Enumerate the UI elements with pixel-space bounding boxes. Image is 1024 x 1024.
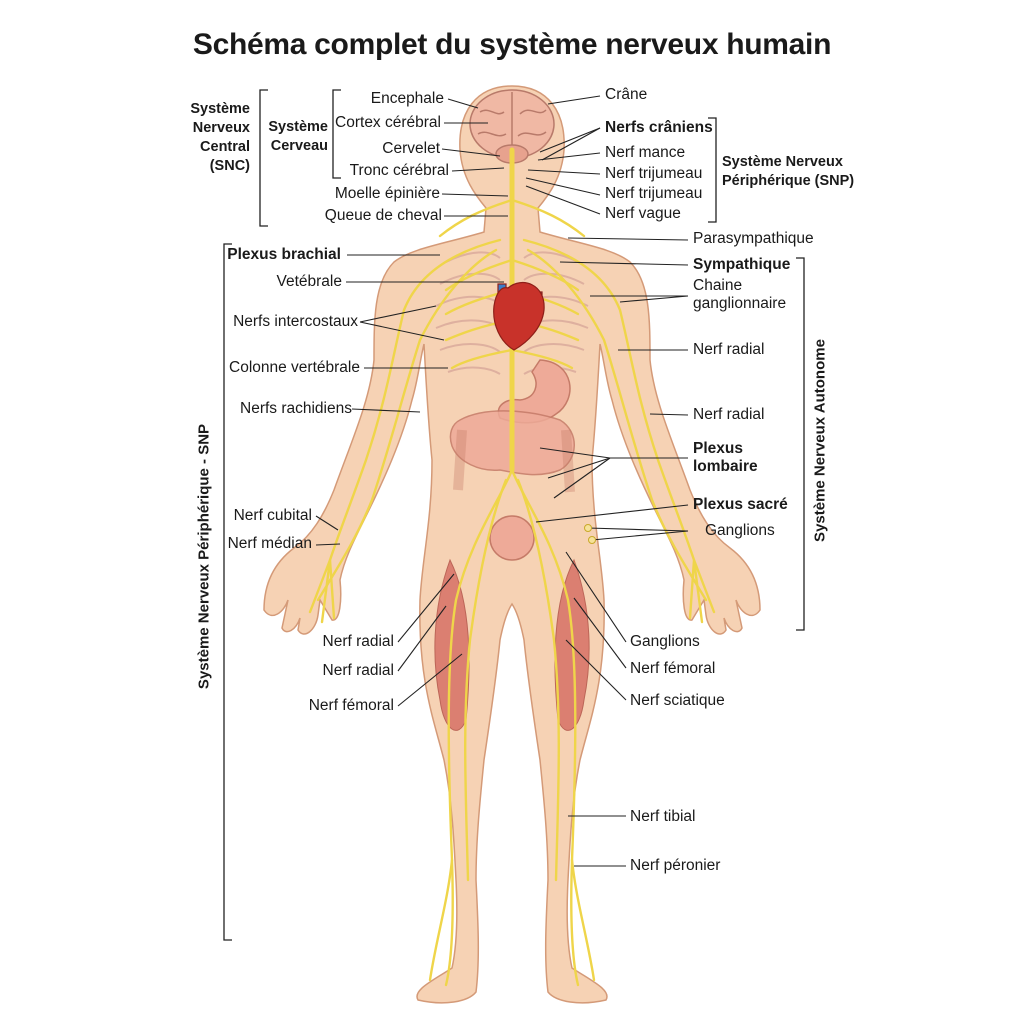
group-snp-left: Système Nerveux Périphérique - SNP: [195, 423, 213, 690]
label-radial-left-2: Nerf radial: [322, 662, 395, 679]
label-cortex: Cortex cérébral: [335, 114, 441, 131]
group-snp-top: Système Nerveux Périphérique (SNP): [722, 153, 854, 191]
group-snp-top-line: Système Nerveux: [722, 154, 843, 170]
label-chaine-line: Chaine: [693, 277, 743, 294]
label-radial-right-1: Nerf radial: [693, 341, 765, 358]
ganglion-dots: [584, 524, 596, 544]
label-plexus-sacre: Plexus sacré: [693, 496, 788, 513]
group-snc-line: Central: [200, 139, 250, 155]
group-snc: Système Nerveux Central (SNC): [174, 100, 250, 176]
group-brackets: [223, 89, 805, 941]
label-plexus-lombaire: Plexus lombaire: [693, 440, 758, 476]
group-snc-line: Nerveux: [192, 120, 250, 136]
label-trijumeau-2: Nerf trijumeau: [605, 185, 703, 202]
label-craniens: Nerfs crâniens: [605, 119, 713, 136]
group-cerveau-line: Cerveau: [270, 138, 328, 154]
label-vertebrale: Vetébrale: [276, 273, 343, 290]
label-intercostaux: Nerfs intercostaux: [233, 313, 358, 330]
label-ganglions-1: Ganglions: [705, 522, 775, 539]
label-femoral-left: Nerf fémoral: [308, 697, 394, 714]
label-queue: Queue de cheval: [324, 207, 442, 224]
label-plexus-brachial: Plexus brachial: [227, 246, 341, 263]
label-crane: Crâne: [605, 86, 648, 103]
label-plexus-lombaire-line: Plexus: [693, 440, 743, 457]
label-femoral-right: Nerf fémoral: [630, 660, 716, 677]
group-autonome: Système Nerveux Autonome: [811, 339, 829, 542]
label-plexus-lombaire-line: lombaire: [693, 458, 758, 475]
group-snc-line: (SNC): [209, 158, 250, 174]
heart: [493, 281, 545, 351]
label-cubital: Nerf cubital: [233, 507, 312, 524]
label-vague: Nerf vague: [605, 205, 681, 222]
label-radial-right-2: Nerf radial: [693, 406, 765, 423]
label-moelle: Moelle épinière: [334, 185, 440, 202]
label-cervelet: Cervelet: [382, 140, 440, 157]
leader-lines: [315, 95, 689, 867]
label-encephale: Encephale: [370, 90, 444, 107]
label-peronier: Nerf péronier: [630, 857, 721, 874]
label-chaine: Chaine ganglionnaire: [693, 277, 786, 313]
label-sciatique: Nerf sciatique: [630, 692, 725, 709]
label-radial-left-1: Nerf radial: [322, 633, 395, 650]
label-ganglions-2: Ganglions: [630, 633, 700, 650]
label-colonne: Colonne vertébrale: [229, 359, 360, 376]
label-trijumeau-1: Nerf trijumeau: [605, 165, 703, 182]
page-title: Schéma complet du système nerveux humain: [192, 28, 832, 61]
label-chaine-line: ganglionnaire: [693, 295, 787, 312]
group-cerveau-line: Système: [268, 119, 328, 135]
label-rachidiens: Nerfs rachidiens: [240, 400, 352, 417]
label-mance: Nerf mance: [605, 144, 686, 161]
label-tronc: Tronc cérébral: [349, 162, 449, 179]
label-median: Nerf médian: [227, 535, 312, 552]
group-snc-line: Système: [190, 101, 250, 117]
label-tibial: Nerf tibial: [630, 808, 696, 825]
group-cerveau: Système Cerveau: [252, 118, 328, 156]
group-snp-top-line: Périphérique (SNP): [722, 173, 855, 189]
label-sympathique: Sympathique: [693, 256, 791, 273]
label-parasympathique: Parasympathique: [693, 230, 814, 247]
